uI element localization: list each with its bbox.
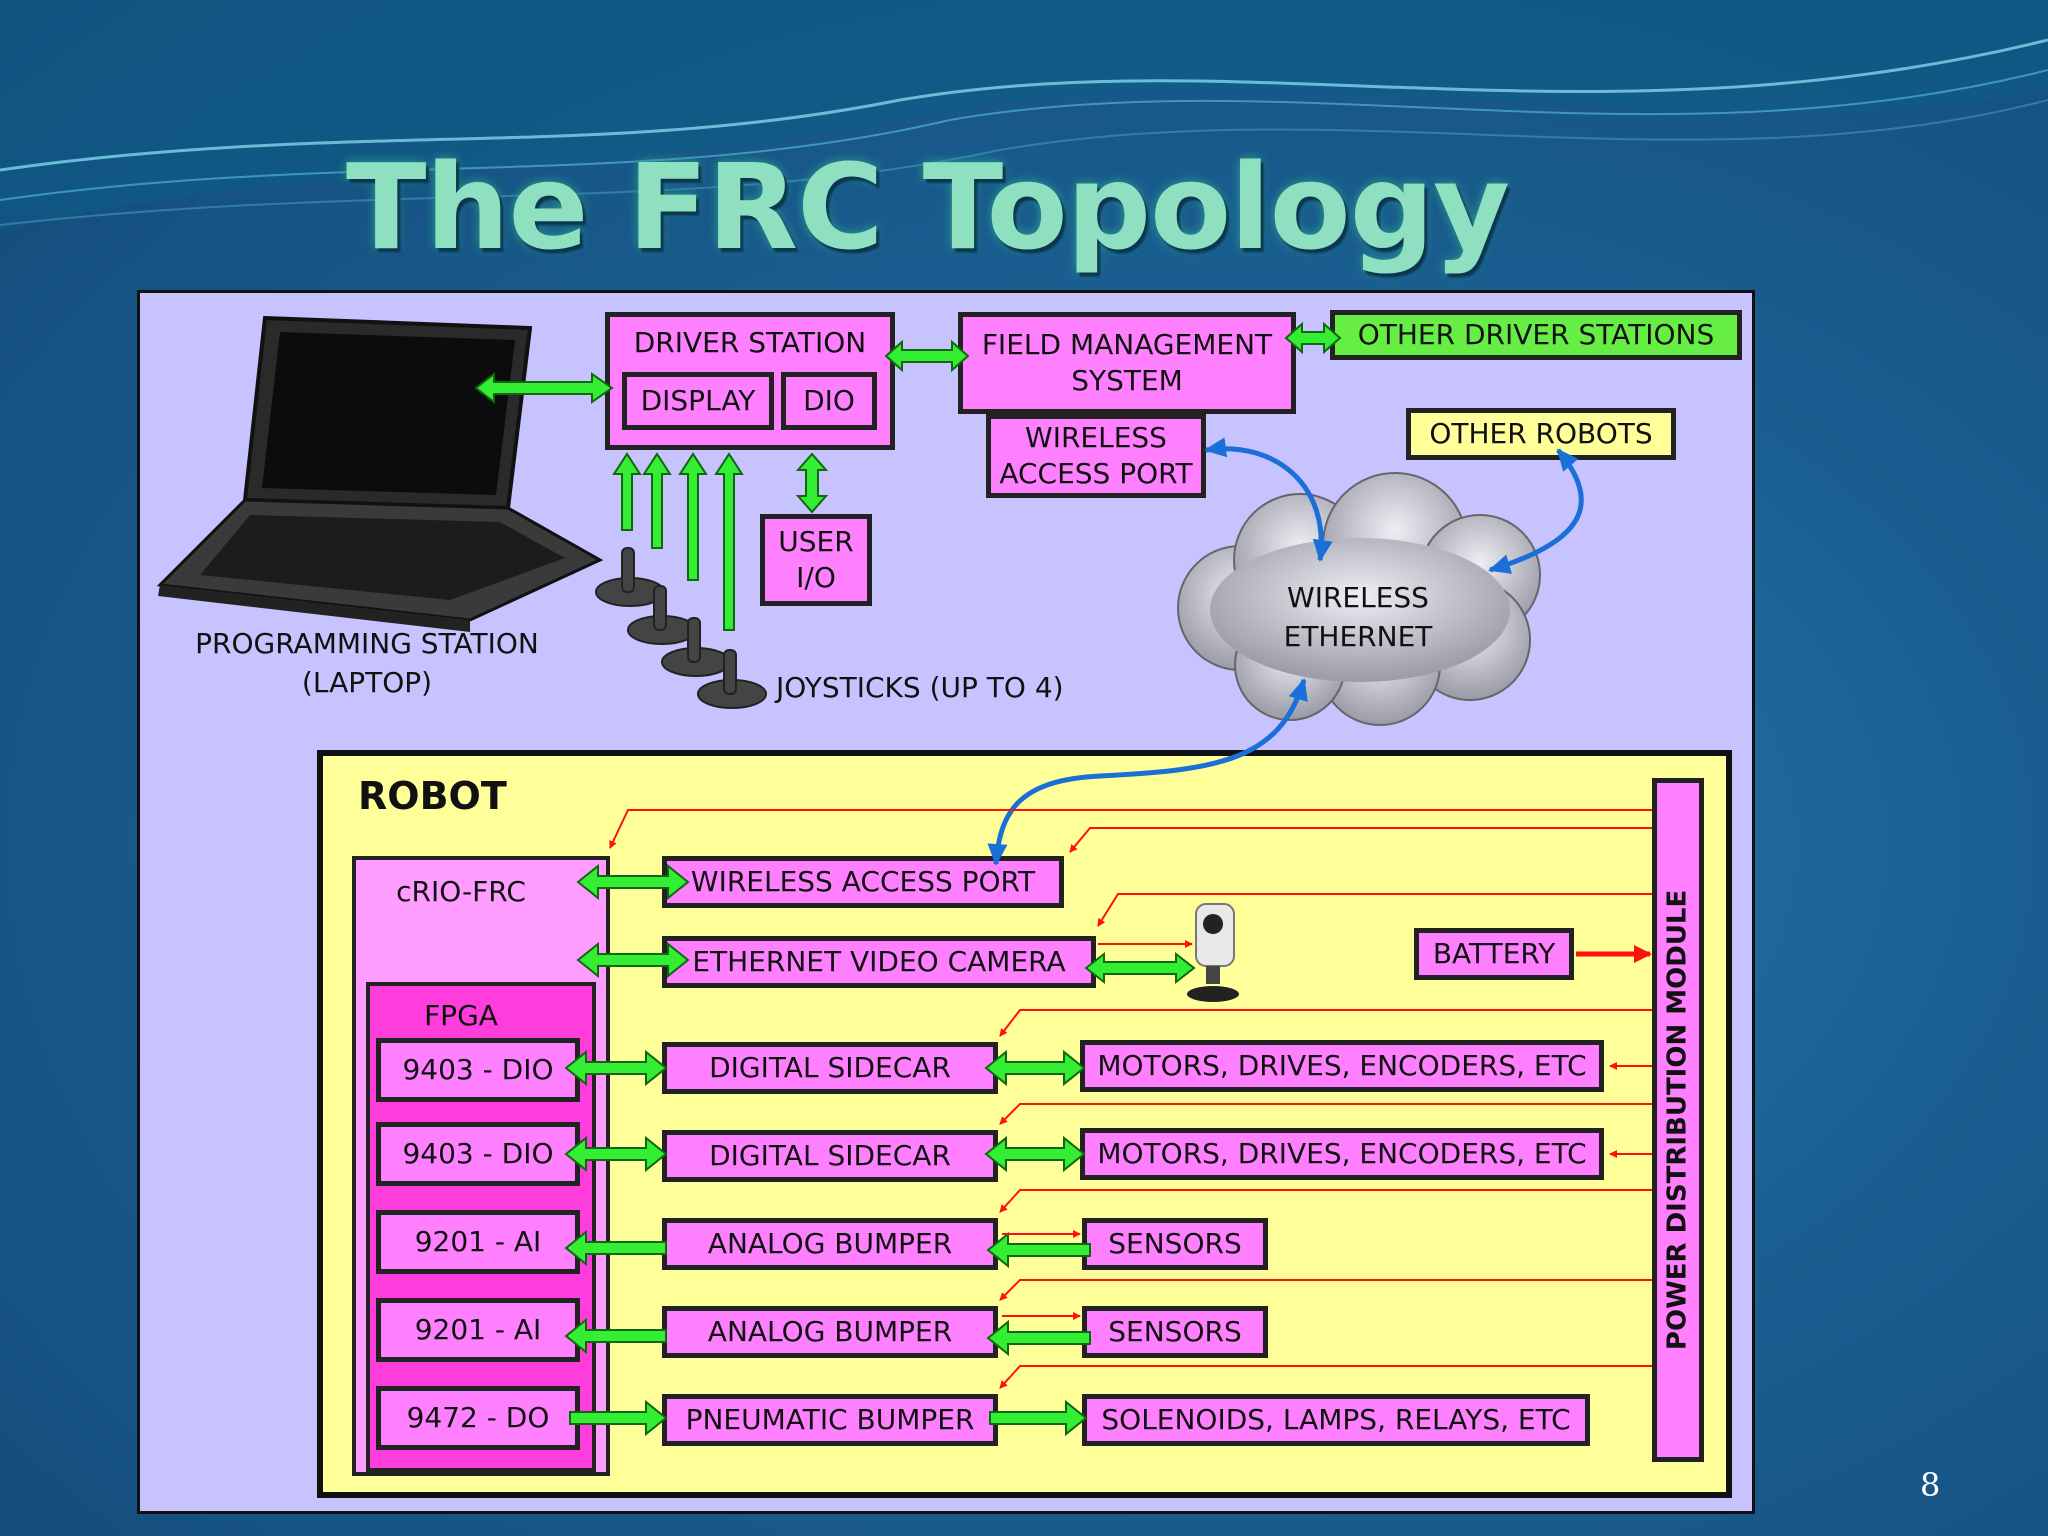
crio-camera-link — [576, 941, 690, 979]
ethernet-video-camera-box: ETHERNET VIDEO CAMERA — [662, 936, 1096, 988]
wireless-links — [987, 437, 1584, 866]
sidecar2-motors-link — [984, 1135, 1086, 1173]
camera-link — [1084, 951, 1196, 985]
sensors1-bumper-link — [986, 1231, 1091, 1269]
sensors-box-1: SENSORS — [1082, 1218, 1268, 1270]
sensors2-bumper-link — [986, 1319, 1091, 1357]
joystick-links — [612, 452, 829, 631]
fms-other-ds-link — [1284, 321, 1342, 355]
digital-sidecar-1: DIGITAL SIDECAR — [662, 1042, 998, 1094]
dio1-sidecar-link — [564, 1049, 668, 1087]
programming-station-label: PROGRAMMING STATION (LAPTOP) — [195, 627, 539, 700]
wireless-access-port-top-box: WIRELESS ACCESS PORT — [986, 414, 1206, 498]
battery-box: BATTERY — [1414, 928, 1574, 980]
ai1-bumper-link — [564, 1229, 667, 1267]
user-io-box: USER I/O — [760, 514, 872, 606]
analog-bumper-1: ANALOG BUMPER — [662, 1218, 998, 1270]
field-management-system-box: FIELD MANAGEMENT SYSTEM — [958, 312, 1296, 414]
robot-label: ROBOT — [358, 774, 507, 818]
dio-box: DIO — [781, 372, 877, 430]
analog-bumper-2: ANALOG BUMPER — [662, 1306, 998, 1358]
laptop-ds-link — [474, 371, 614, 405]
crio-wap-link — [576, 863, 690, 901]
module-9201-ai-2: 9201 - AI — [376, 1298, 580, 1362]
driver-station-label: DRIVER STATION — [633, 326, 867, 359]
ai2-bumper-link — [564, 1317, 667, 1355]
do-pneumatic-link — [569, 1399, 668, 1437]
motors-box-1: MOTORS, DRIVES, ENCODERS, ETC — [1080, 1040, 1604, 1092]
power-distribution-module: POWER DISTRIBUTION MODULE — [1652, 778, 1704, 1462]
solenoids-box: SOLENOIDS, LAMPS, RELAYS, ETC — [1082, 1394, 1590, 1446]
module-9201-ai-1: 9201 - AI — [376, 1210, 580, 1274]
dio2-sidecar-link — [564, 1135, 668, 1173]
power-lines — [609, 809, 1652, 1389]
wave-decoration — [0, 0, 2048, 230]
page-number: 8 — [1920, 1466, 1941, 1504]
other-driver-stations-box: OTHER DRIVER STATIONS — [1330, 310, 1742, 360]
wireless-ethernet-label: WIRELESS ETHERNET — [1283, 581, 1433, 654]
module-9472-do: 9472 - DO — [376, 1386, 580, 1450]
robot-wireless-access-port-box: WIRELESS ACCESS PORT — [662, 856, 1064, 908]
sidecar1-motors-link — [984, 1049, 1086, 1087]
module-9403-dio-2: 9403 - DIO — [376, 1122, 580, 1186]
module-9403-dio-1: 9403 - DIO — [376, 1038, 580, 1102]
motors-box-2: MOTORS, DRIVES, ENCODERS, ETC — [1080, 1128, 1604, 1180]
pneumatic-solenoid-link — [989, 1399, 1088, 1437]
slide-title: The FRC Topology — [346, 138, 1510, 276]
digital-sidecar-2: DIGITAL SIDECAR — [662, 1130, 998, 1182]
ds-fms-link — [884, 339, 970, 373]
sensors-box-2: SENSORS — [1082, 1306, 1268, 1358]
display-box: DISPLAY — [622, 372, 774, 430]
